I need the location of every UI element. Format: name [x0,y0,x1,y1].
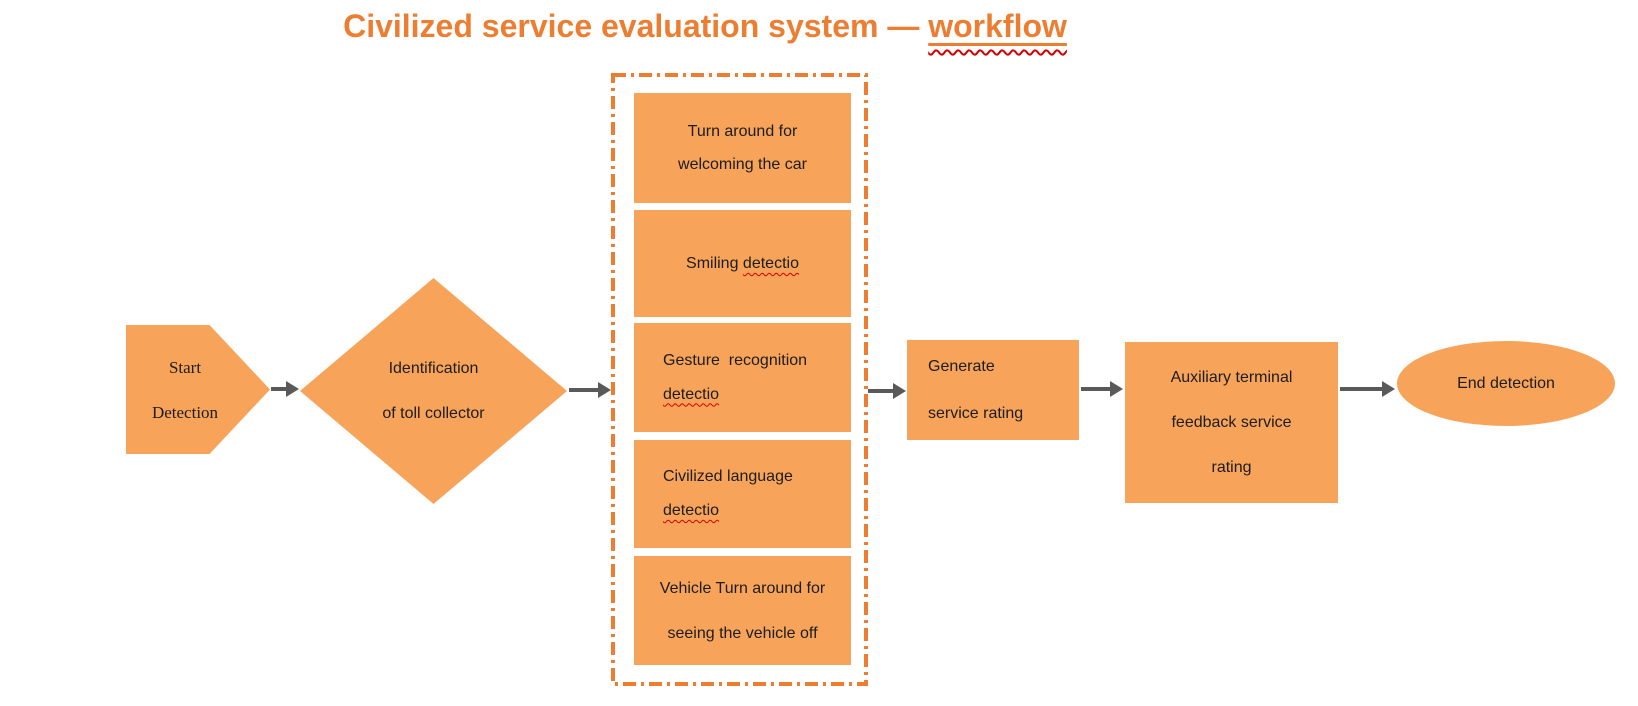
node-smiling-detection: Smiling detectio [634,210,851,317]
generate-line2: service rating [928,405,1024,422]
node-generate-service-rating: Generate service rating [907,340,1079,440]
auxiliary-line1: Auxiliary terminal [1170,369,1293,386]
node-end-detection: End detection [1397,341,1615,426]
auxiliary-line3: rating [1211,459,1252,476]
diagram-title-workflow: workflow [928,8,1067,44]
diagram-title: Civilized service evaluation system — wo… [250,8,1160,45]
arrow-line [271,387,286,391]
step1-line2: welcoming the car [678,156,807,173]
arrow-head-icon [1110,381,1123,397]
decision-label-line2: of toll collector [382,405,485,422]
step3-misspelled-word: detectio [663,385,720,403]
decision-label-line1: Identification [388,360,479,377]
arrow-head-icon [286,381,299,397]
step4-misspelled-word: detectio [663,502,720,519]
flow-arrow-generate-to-auxiliary [1081,381,1123,397]
step2-line1: Smiling detectio [686,247,799,280]
arrow-line [868,389,893,393]
arrow-line [569,388,598,392]
flow-arrow-decision-to-group [569,382,611,398]
node-gesture-recognition: Gesture recognition detectio [634,323,851,432]
auxiliary-line2: feedback service [1171,414,1292,431]
step4-line1: Civilized language [663,468,793,485]
end-label: End detection [1457,375,1555,392]
arrow-head-icon [598,382,611,398]
step2-misspelled-word: detectio [742,255,799,272]
node-vehicle-turn-around: Vehicle Turn around for seeing the vehic… [634,556,851,665]
flow-arrow-auxiliary-to-end [1340,381,1395,397]
step2-text: Smiling [686,255,743,272]
step1-line1: Turn around for [687,123,798,140]
arrow-line [1340,387,1382,391]
diagram-title-text: Civilized service evaluation system — [343,8,929,44]
step5-line1: Vehicle Turn around for [659,579,826,597]
start-label-line1: Start [168,357,202,377]
flow-arrow-group-to-generate [868,383,906,399]
generate-line1: Generate [928,358,995,375]
node-civilized-language: Civilized language detectio [634,440,851,548]
arrow-head-icon [893,383,906,399]
node-turn-around-welcoming: Turn around for welcoming the car [634,93,851,203]
node-identification-decision: Identification of toll collector [300,278,567,504]
arrow-head-icon [1382,381,1395,397]
arrow-line [1081,387,1110,391]
step3-line1: Gesture recognition [663,351,808,369]
flow-arrow-start-to-decision [271,381,299,397]
step5-line2: seeing the vehicle off [667,624,818,642]
start-label-line2: Detection [151,402,219,422]
step4-line2: detectio [663,494,719,528]
node-auxiliary-terminal-feedback: Auxiliary terminal feedback service rati… [1125,342,1338,503]
detection-group-border [611,73,868,686]
node-start-detection: Start Detection [126,325,270,454]
step3-line2: detectio [663,378,719,412]
